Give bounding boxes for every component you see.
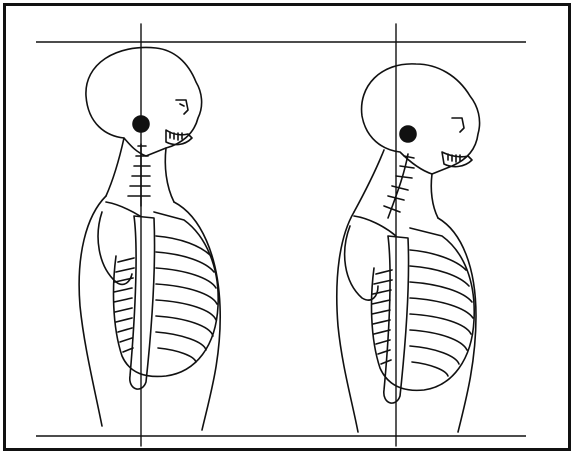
left-skull	[86, 47, 202, 156]
left-figure	[79, 24, 220, 446]
left-humerus	[130, 216, 155, 389]
right-shoulder	[345, 226, 378, 300]
right-cervical-spine	[384, 156, 414, 212]
left-ribcage	[114, 212, 219, 376]
right-figure	[337, 24, 480, 446]
left-cervical-spine	[128, 146, 150, 196]
right-torso-outline	[337, 212, 358, 432]
right-ear-marker	[400, 126, 416, 142]
left-shoulder	[98, 212, 132, 284]
diagram-frame	[3, 3, 571, 451]
posture-diagram	[6, 6, 574, 454]
left-ear-marker	[133, 116, 149, 132]
left-torso-outline	[79, 196, 106, 426]
